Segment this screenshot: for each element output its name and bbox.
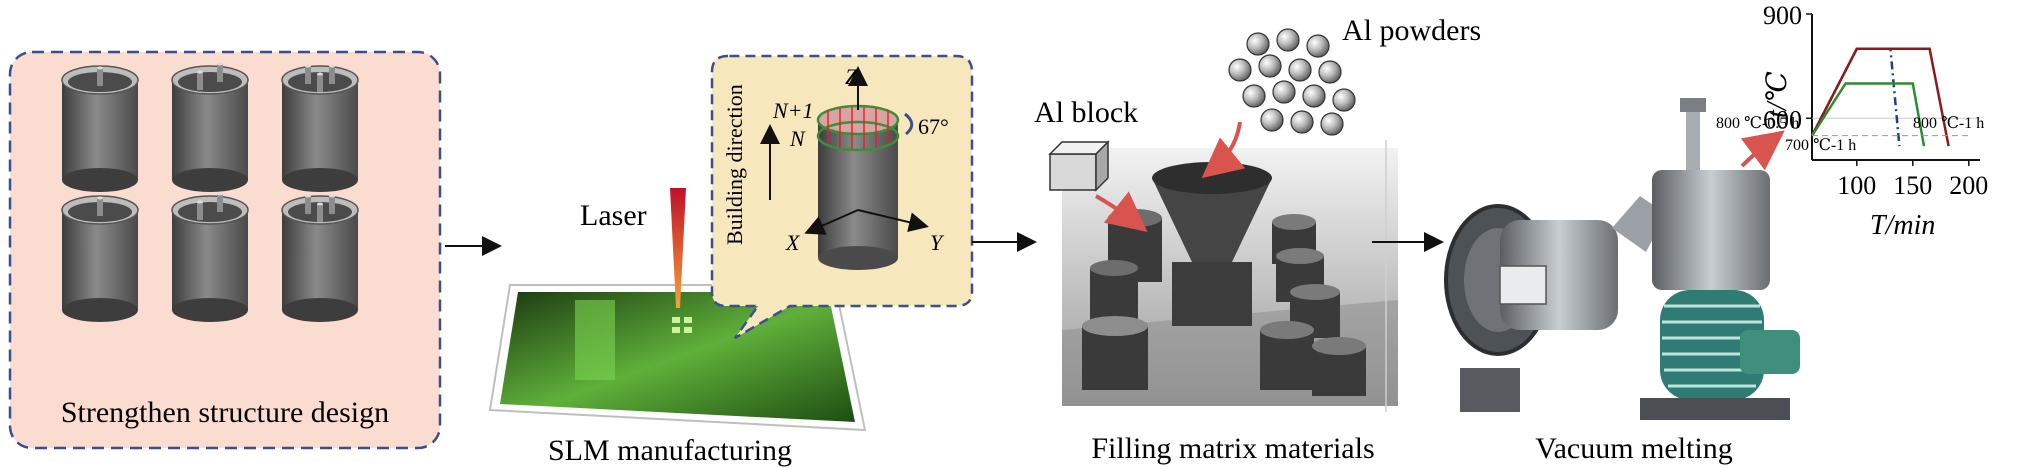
temperature-profile-chart: 100 150 200 600 900 800 ℃-0.5 h 800 ℃-1 h 700 … (1716, 1, 1988, 241)
powder-particle (1276, 28, 1300, 52)
powder-particle (1228, 58, 1252, 82)
powder-particle (1272, 80, 1296, 104)
x-axis-label: X (785, 230, 801, 255)
laser-beam (670, 188, 686, 308)
slm-caption: SLM manufacturing (548, 434, 792, 467)
filled-cylinders (1082, 209, 1366, 396)
powder-particle (1290, 110, 1314, 134)
slm-recoater (575, 300, 615, 380)
building-direction-inset: Building direction Z X Y N+1 N 67° (710, 54, 974, 340)
chart-series-line-2 (1810, 47, 1950, 147)
y-axis-label: Y (930, 230, 945, 255)
powder-particle (1320, 112, 1344, 136)
cylinder-design-grid (61, 62, 359, 322)
powder-particle (1288, 58, 1312, 82)
strengthen-cylinder-6 (281, 194, 359, 322)
layer-n-plus-1-ring (816, 104, 900, 136)
melting-panel: Vacuum melting (1444, 98, 1800, 465)
slm-printed-parts (672, 317, 692, 333)
block-to-cylinder-arrow (1094, 191, 1148, 232)
layer-n-plus-1-label: N+1 (772, 98, 814, 123)
al-powder-icon (1228, 28, 1356, 136)
powder-particle (1302, 84, 1326, 108)
chart-to-furnace-arrow (1740, 130, 1785, 171)
powder-to-funnel-arrow (1201, 121, 1246, 179)
y-axis-arrow (857, 209, 929, 233)
design-caption: Strengthen structure design (61, 396, 389, 429)
chart-series-line-1 (1810, 47, 1901, 147)
powder-particle (1242, 84, 1266, 108)
chart-series-line-3 (1810, 82, 1926, 147)
rotation-arrow (904, 112, 914, 136)
chart-y-label: t/℃ (1762, 71, 1793, 118)
strengthen-cylinder-1 (61, 65, 139, 192)
filling-caption: Filling matrix materials (1091, 432, 1374, 465)
chart-annotation-2: 800 ℃-1 h (1913, 115, 1984, 132)
scan-vectors (827, 107, 889, 149)
powder-particle (1260, 108, 1284, 132)
al-powder-label: Al powders (1342, 14, 1481, 47)
slm-build-plate-photo (500, 292, 855, 422)
strengthen-cylinder-5 (171, 192, 249, 322)
melting-caption: Vacuum melting (1535, 432, 1732, 465)
chart-x-tick-label: 200 (1949, 171, 1988, 200)
chart-annotation-1: 800 ℃-0.5 h (1716, 115, 1799, 132)
al-block-icon (1048, 140, 1110, 192)
x-axis-arrow (804, 209, 859, 235)
chart-annotation-3: 700 ℃-1 h (1785, 137, 1856, 154)
strengthen-cylinder-4 (61, 195, 139, 322)
strengthen-cylinder-3 (281, 64, 359, 192)
z-axis-label: Z (845, 64, 858, 89)
chart-y-tick-label: 600 (1763, 105, 1802, 134)
al-block-label: Al block (1034, 96, 1138, 129)
chart-x-tick-label: 100 (1837, 171, 1876, 200)
inset-cylinder (818, 120, 898, 258)
rotation-angle-label: 67° (918, 114, 949, 139)
powder-particle (1246, 32, 1270, 56)
vacuum-furnace-photo (1444, 98, 1800, 420)
chart-y-tick-label: 900 (1763, 1, 1802, 30)
building-direction-label: Building direction (722, 84, 747, 245)
powder-particle (1258, 54, 1282, 78)
filling-panel: Al block Al powders Filling matrix mater… (1034, 14, 1481, 465)
laser-label: Laser (580, 199, 647, 232)
chart-x-tick-label: 150 (1893, 171, 1932, 200)
layer-n-label: N (789, 126, 806, 151)
layer-n-ring (816, 120, 900, 152)
funnel (1152, 178, 1272, 262)
design-panel: Strengthen structure design (8, 50, 442, 450)
slm-panel: Laser Building direction Z X Y N+1 N (488, 54, 974, 467)
chart-x-label: T/min (1870, 210, 1935, 241)
powder-particle (1318, 60, 1342, 84)
powder-particle (1332, 88, 1356, 112)
strengthen-cylinder-2 (171, 62, 249, 192)
powder-particle (1306, 34, 1330, 58)
